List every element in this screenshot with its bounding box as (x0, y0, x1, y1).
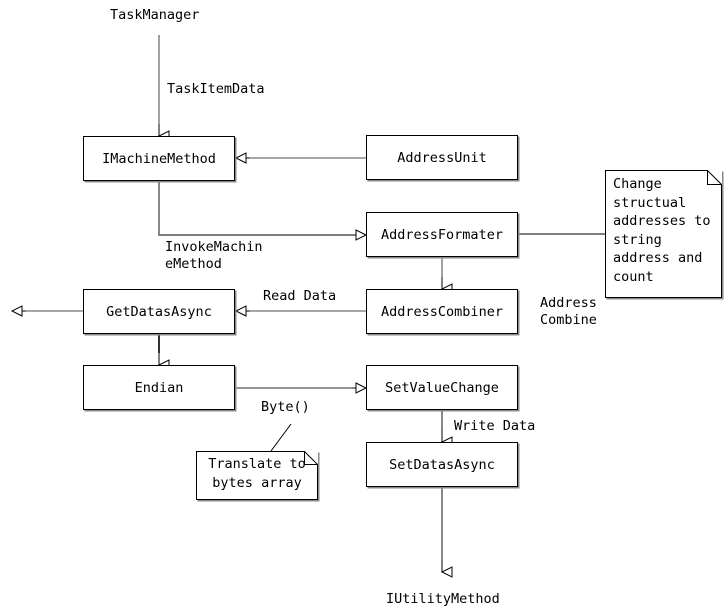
node-label: AddressUnit (397, 149, 487, 166)
endpoint-iutility-method: IUtilityMethod (386, 591, 500, 607)
note-text: Translate to bytes array (208, 456, 306, 491)
node-label: AddressCombiner (381, 303, 503, 320)
node-address-formater[interactable]: AddressFormater (366, 212, 518, 257)
edge-label-invoke-machine-method: InvokeMachin eMethod (165, 239, 263, 272)
node-set-datas-async[interactable]: SetDatasAsync (366, 442, 518, 487)
edge-note-translate-anchor (270, 423, 292, 452)
edge-label-byte-call: Byte() (261, 399, 310, 415)
endpoint-task-manager: TaskManager (110, 7, 200, 23)
node-imachine-method[interactable]: IMachineMethod (83, 136, 235, 181)
node-address-unit[interactable]: AddressUnit (366, 135, 518, 180)
note-text: Change structual addresses to string add… (613, 176, 711, 285)
note-shape-icon (605, 170, 722, 298)
node-label: SetDatasAsync (389, 456, 495, 473)
node-endian[interactable]: Endian (83, 365, 235, 410)
node-address-combiner[interactable]: AddressCombiner (366, 289, 518, 334)
edge-label-write-data: Write Data (454, 418, 536, 434)
edge-label-read-data: Read Data (263, 288, 337, 304)
note-shape-icon (196, 451, 318, 500)
note-address-change: Change structual addresses to string add… (605, 170, 722, 298)
node-label: GetDatasAsync (106, 303, 212, 320)
node-set-value-change[interactable]: SetValueChange (366, 365, 518, 410)
edge-label-task-item-data: TaskItemData (167, 81, 265, 97)
node-label: IMachineMethod (102, 150, 216, 167)
free-label-address-combine: Address Combine (540, 295, 597, 328)
edge-imachinemethod-to-addressformater (158, 181, 368, 241)
node-label: SetValueChange (385, 379, 499, 396)
node-label: AddressFormater (381, 226, 503, 243)
node-get-datas-async[interactable]: GetDatasAsync (83, 289, 235, 334)
node-label: Endian (134, 379, 184, 396)
note-translate-bytes: Translate to bytes array (196, 451, 318, 500)
